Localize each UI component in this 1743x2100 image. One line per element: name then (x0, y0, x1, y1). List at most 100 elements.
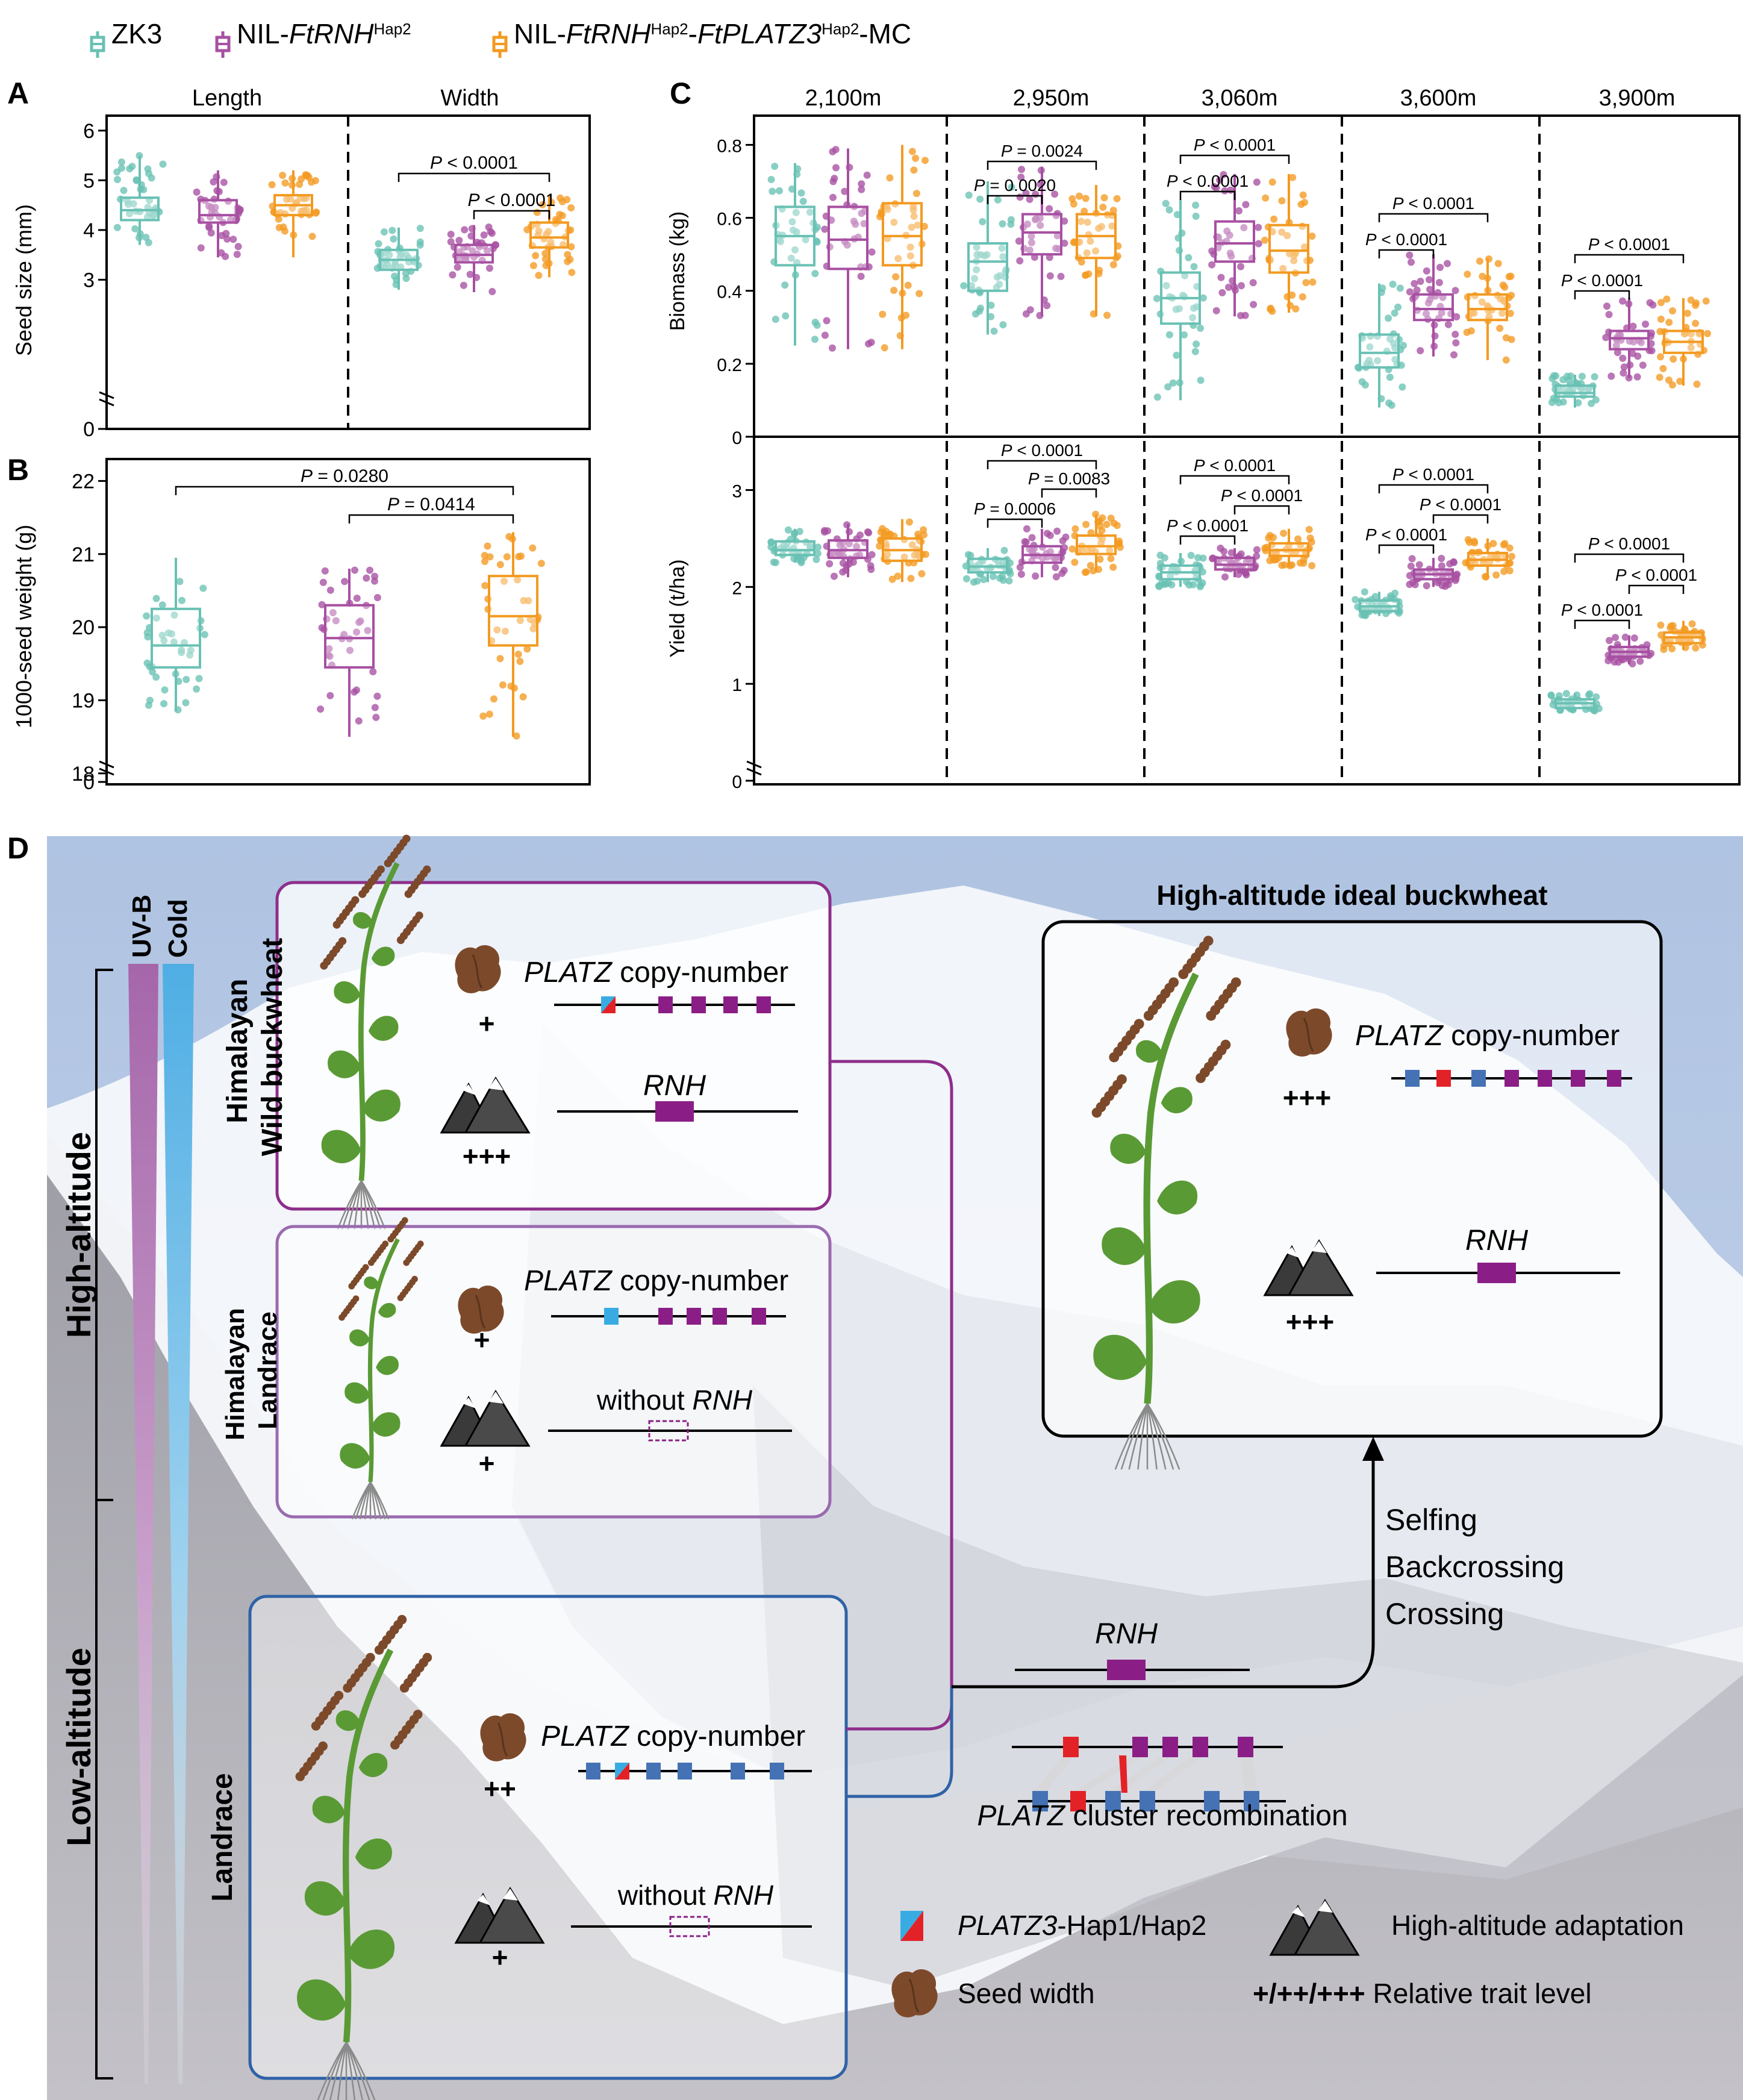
data-point (372, 713, 380, 721)
data-point (792, 208, 800, 216)
bracket-line (1179, 475, 1290, 484)
data-point (1278, 228, 1286, 236)
data-point (1444, 260, 1451, 267)
y-tick-label: 0 (83, 418, 95, 441)
data-point (890, 287, 898, 294)
cluster-recombination-text: cluster recombination (1065, 1800, 1348, 1832)
data-point (484, 542, 491, 550)
root (1137, 1403, 1149, 1470)
data-point (234, 243, 242, 251)
data-point (788, 218, 796, 226)
significance-bracket: P < 0.0001 (1420, 495, 1501, 523)
data-point (999, 253, 1007, 261)
data-point (447, 231, 455, 238)
cold-gradient-bar (163, 964, 194, 2084)
box (1076, 534, 1117, 555)
platz-gene-map (554, 996, 795, 1013)
data-point (1107, 555, 1115, 563)
seed-shape (458, 1286, 504, 1334)
data-point (823, 317, 831, 325)
data-point (999, 220, 1006, 228)
box-plot-zk3 (767, 526, 822, 566)
p-value: < 0.0001 (1178, 172, 1249, 190)
data-point (516, 617, 524, 624)
p-value: < 0.0001 (1600, 235, 1671, 254)
seed-cluster (352, 1295, 360, 1302)
data-point (178, 646, 186, 654)
y-tick-label: 3 (732, 481, 742, 501)
himalayan-landrace-plant-icon (338, 1217, 424, 1520)
data-point (535, 272, 543, 280)
leaf (1161, 1087, 1193, 1114)
data-point (176, 578, 184, 586)
seed-width-legend-label: Seed width (958, 1978, 1095, 2009)
data-point (806, 208, 814, 216)
bracket-line (1179, 154, 1290, 164)
data-point (1659, 364, 1667, 372)
platz-copy-number-label: PLATZ copy-number (524, 957, 788, 989)
p-value: < 0.0001 (1205, 456, 1276, 475)
data-point (1266, 531, 1274, 539)
platz-gene-copy (770, 1763, 784, 1780)
data-point (532, 252, 540, 260)
data-point (1271, 555, 1279, 563)
snow-cap (488, 1078, 504, 1090)
snow-cap (1312, 1241, 1327, 1253)
data-point (1280, 530, 1288, 537)
data-point (770, 558, 778, 566)
data-point (233, 251, 241, 258)
data-point (187, 646, 195, 654)
box (529, 221, 569, 249)
bracket-line (1628, 584, 1685, 594)
data-point (133, 177, 140, 184)
platz-gene-copy (1471, 1070, 1486, 1087)
leaf (371, 1412, 401, 1437)
data-point (481, 582, 489, 590)
data-point (1499, 281, 1507, 289)
p-value-label: P = 0.0024 (1001, 142, 1083, 160)
breeding-step: Selfing (1385, 1503, 1477, 1537)
data-point (159, 160, 167, 168)
data-point (1441, 583, 1449, 590)
data-point (987, 313, 995, 320)
seed-ridge (497, 1722, 508, 1757)
leaf (335, 1710, 361, 1731)
data-point (829, 178, 837, 186)
data-point (1508, 336, 1515, 343)
data-point (1388, 401, 1395, 409)
data-point (845, 540, 853, 548)
data-point (1676, 377, 1684, 385)
seed-cluster (422, 1652, 432, 1663)
p-value: = 0.0083 (1040, 469, 1111, 488)
data-point (1116, 543, 1124, 551)
facet-label-width: Width (440, 86, 499, 111)
data-point (1225, 283, 1232, 291)
data-point (1249, 279, 1257, 287)
data-point (1100, 194, 1108, 202)
snow-cap (477, 1895, 490, 1905)
data-point (814, 543, 822, 551)
data-point (1028, 548, 1036, 555)
data-point (1578, 372, 1586, 380)
significance-bracket: P < 0.0001 (987, 441, 1097, 469)
data-point (1657, 299, 1665, 307)
snow-cap (1286, 1247, 1299, 1258)
facet-label-length: Length (192, 86, 262, 111)
data-point (976, 195, 984, 203)
data-point (979, 218, 987, 225)
data-point (1027, 233, 1035, 240)
data-point (1683, 310, 1691, 317)
root (322, 2042, 348, 2100)
data-point (1113, 195, 1121, 202)
data-point (205, 202, 213, 210)
platz-gene-hap2-copy (1132, 1737, 1148, 1757)
legend-label: ZK3 (111, 18, 162, 49)
seed-cluster (423, 865, 431, 873)
data-point (1302, 279, 1310, 287)
mountain-icon (1263, 1239, 1354, 1296)
data-point (366, 566, 373, 574)
box-plot-zk3 (960, 181, 1015, 335)
platz-gene-copy (678, 1763, 692, 1780)
